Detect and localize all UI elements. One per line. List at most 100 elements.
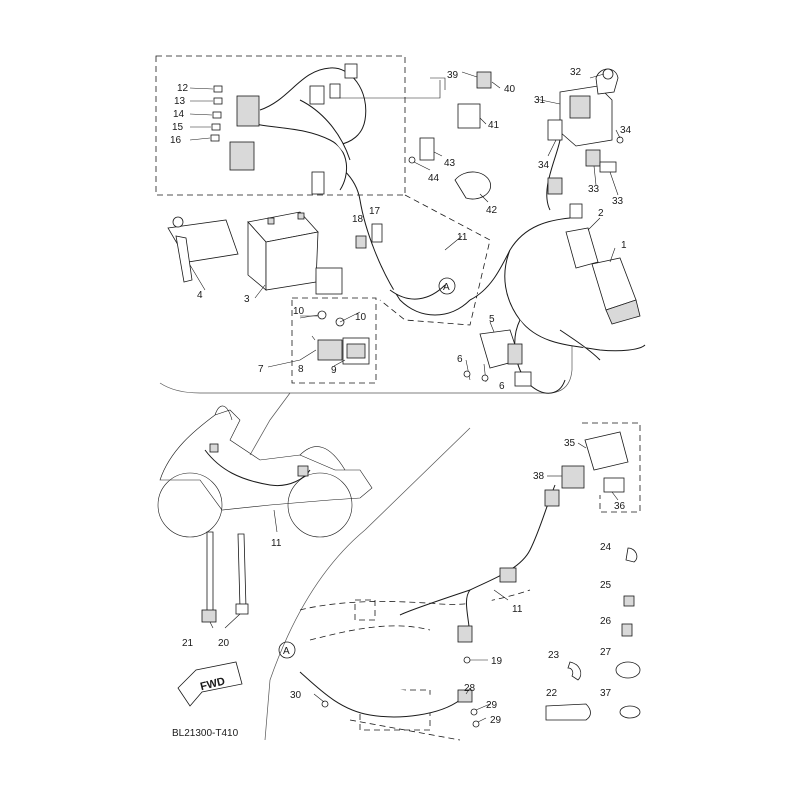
battery-band <box>167 216 239 283</box>
callout-26: 26 <box>600 616 612 627</box>
callout-14: 14 <box>173 109 185 120</box>
callout-34b: 34 <box>538 160 550 171</box>
callout-25: 25 <box>600 580 612 591</box>
fwd-arrow-icon <box>177 661 243 707</box>
coupler-c <box>309 85 325 105</box>
clamp-24 <box>625 547 638 563</box>
callout-27: 27 <box>600 647 612 658</box>
callout-33b: 33 <box>612 196 624 207</box>
coupler-e <box>311 171 325 195</box>
callout-20: 20 <box>218 638 230 649</box>
callout-38: 38 <box>533 471 545 482</box>
callout-23: 23 <box>548 650 560 661</box>
callout-16: 16 <box>170 135 182 146</box>
screw-44 <box>408 156 416 164</box>
callout-1: 1 <box>621 240 627 251</box>
tube-22 <box>545 703 591 721</box>
callout-5: 5 <box>489 314 495 325</box>
callout-22: 22 <box>546 688 558 699</box>
cable-tie-21 <box>201 531 217 623</box>
callout-30: 30 <box>290 690 302 701</box>
section-divider-lower <box>264 529 366 741</box>
unit-35 <box>584 431 629 471</box>
coupler-d <box>344 63 358 79</box>
callout-10b: 10 <box>355 312 367 323</box>
ref-letter-a-top: A <box>443 282 450 293</box>
callout-6b: 6 <box>499 381 505 392</box>
clamp-26 <box>621 623 633 637</box>
callout-2: 2 <box>598 208 604 219</box>
relay-40 <box>476 71 492 89</box>
ref-circle-a-bottom <box>278 641 296 659</box>
callout-11a: 11 <box>457 232 468 243</box>
dashed-group-11 <box>379 194 491 326</box>
clamp-25 <box>623 595 635 607</box>
callout-29b: 29 <box>490 715 502 726</box>
callout-39: 39 <box>447 70 459 81</box>
callout-35: 35 <box>564 438 576 449</box>
leader-lines <box>189 71 621 723</box>
callout-13: 13 <box>174 96 186 107</box>
vehicle-silhouette <box>157 405 373 538</box>
callout-3: 3 <box>244 294 250 305</box>
callout-4: 4 <box>197 290 203 301</box>
section-divider-diagonal <box>364 427 471 531</box>
leader-to-vehicle <box>249 392 291 456</box>
relay-41 <box>457 103 481 129</box>
lower-cable-28-30 <box>299 671 480 728</box>
ref-letter-a-bottom: A <box>283 646 290 657</box>
callout-32: 32 <box>570 67 582 78</box>
unit-38 <box>561 465 585 489</box>
sensor-bracket-5 <box>463 329 532 387</box>
bracket-36 <box>603 477 625 493</box>
main-wire-harness-top <box>239 67 646 394</box>
dashed-group-top-left <box>155 55 406 196</box>
ref-circle-a-top <box>438 277 456 295</box>
callout-6a: 6 <box>457 354 463 365</box>
callouts: 1 2 3 4 5 6 6 7 8 9 10 10 11 11 11 12 13… <box>170 67 632 739</box>
junction-block <box>315 267 343 295</box>
relay-17 <box>371 223 383 243</box>
band-37 <box>619 705 641 719</box>
callout-29a: 29 <box>486 700 498 711</box>
coupler-b <box>229 141 255 171</box>
callout-40: 40 <box>504 84 516 95</box>
callout-12: 12 <box>177 83 189 94</box>
callout-24: 24 <box>600 542 612 553</box>
diagram-code: BL21300-T410 <box>172 728 239 739</box>
callout-41: 41 <box>488 120 500 131</box>
fwd-label: FWD <box>199 675 226 693</box>
callout-21: 21 <box>182 638 194 649</box>
callout-19: 19 <box>491 656 503 667</box>
lower-harness <box>399 484 560 664</box>
callout-18: 18 <box>352 214 364 225</box>
callout-7: 7 <box>258 364 264 375</box>
callout-11b: 11 <box>271 538 282 549</box>
cable-tie-20 <box>235 533 249 615</box>
callout-31: 31 <box>534 95 546 106</box>
socket-42 <box>454 171 492 200</box>
callout-9: 9 <box>331 365 337 376</box>
coupler-f <box>329 83 341 99</box>
dashed-group-35 <box>582 422 641 513</box>
callout-43: 43 <box>444 158 456 169</box>
relay-18 <box>355 235 367 249</box>
callout-8: 8 <box>298 364 304 375</box>
callout-10a: 10 <box>293 306 305 317</box>
fuse-43 <box>419 137 435 161</box>
callout-15: 15 <box>172 122 184 133</box>
callout-44: 44 <box>428 173 440 184</box>
callout-42: 42 <box>486 205 498 216</box>
relay-stack-12-16 <box>210 85 223 142</box>
callout-33a: 33 <box>588 184 600 195</box>
callout-37: 37 <box>600 688 612 699</box>
band-27 <box>615 661 641 679</box>
clip-23 <box>567 661 582 681</box>
coupler-a <box>236 95 260 127</box>
battery <box>247 211 319 291</box>
callout-34a: 34 <box>620 125 632 136</box>
callout-28: 28 <box>464 683 476 694</box>
callout-17: 17 <box>369 206 381 217</box>
